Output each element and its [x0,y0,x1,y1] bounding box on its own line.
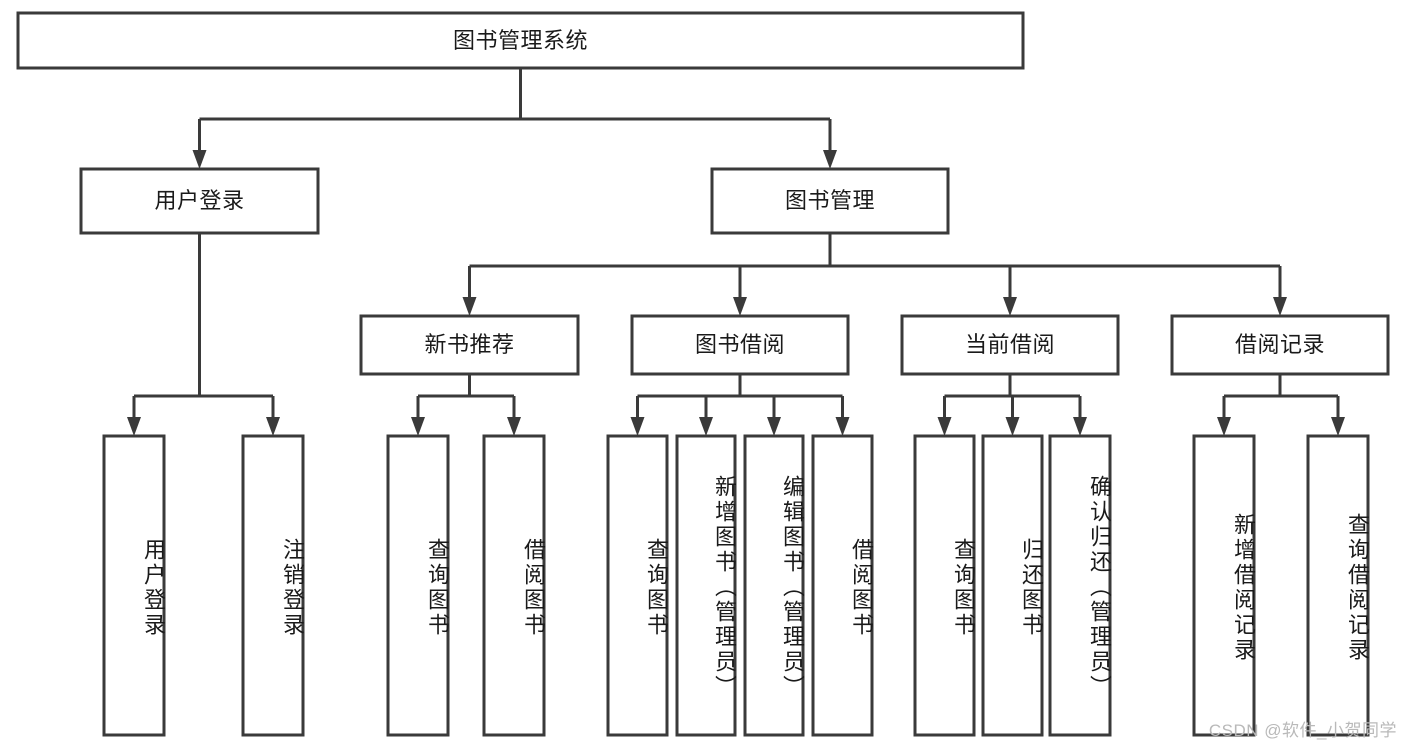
node-box-leaf-borrow-add[interactable] [675,434,737,737]
node-boxes-layer [16,11,1390,737]
node-box-leaf-new-borrow[interactable] [482,434,546,737]
edge-arrowhead [630,417,645,436]
node-box-root[interactable] [16,11,1025,70]
node-box-leaf-cur-confirm[interactable] [1048,434,1112,737]
edge-arrowhead [127,417,141,436]
node-box-leaf-rec-query[interactable] [1306,434,1370,737]
edge-arrowhead [462,297,477,316]
edge-arrowhead [411,417,425,436]
edge-arrowhead [835,417,850,436]
node-box-l3-record[interactable] [1170,314,1390,376]
edge-arrowhead [1003,297,1017,316]
node-box-leaf-cur-query[interactable] [913,434,976,737]
node-box-l3-current[interactable] [900,314,1120,376]
node-box-leaf-borrow-edit[interactable] [743,434,805,737]
edge-arrowhead [1217,417,1231,436]
node-box-leaf-new-query[interactable] [386,434,450,737]
edge-arrowhead [733,297,747,316]
edge-arrowhead [1073,417,1087,436]
node-box-leaf-rec-add[interactable] [1192,434,1256,737]
node-box-leaf-user-login[interactable] [102,434,166,737]
node-box-leaf-cur-return[interactable] [981,434,1044,737]
node-box-l3-borrow[interactable] [630,314,850,376]
node-box-leaf-user-logout[interactable] [241,434,305,737]
edge-arrowhead [937,417,952,436]
edge-arrowhead [266,417,280,436]
edge-arrowhead [1331,417,1345,436]
edge-arrowhead [823,150,837,169]
node-box-l2-login[interactable] [79,167,320,235]
node-box-l2-bookmgmt[interactable] [710,167,950,235]
node-box-leaf-borrow-do[interactable] [811,434,874,737]
edge-arrowhead [507,417,521,436]
edge-arrowhead [1273,297,1287,316]
node-box-leaf-borrow-query[interactable] [606,434,669,737]
node-box-l3-newbook[interactable] [359,314,580,376]
edge-arrowhead [699,417,713,436]
edge-arrowhead [1005,417,1020,436]
edge-arrowhead [767,417,781,436]
watermark-text: CSDN @软件_小贺同学 [1208,721,1397,740]
edge-arrowhead [192,150,207,169]
connector-edges-layer [127,68,1345,436]
